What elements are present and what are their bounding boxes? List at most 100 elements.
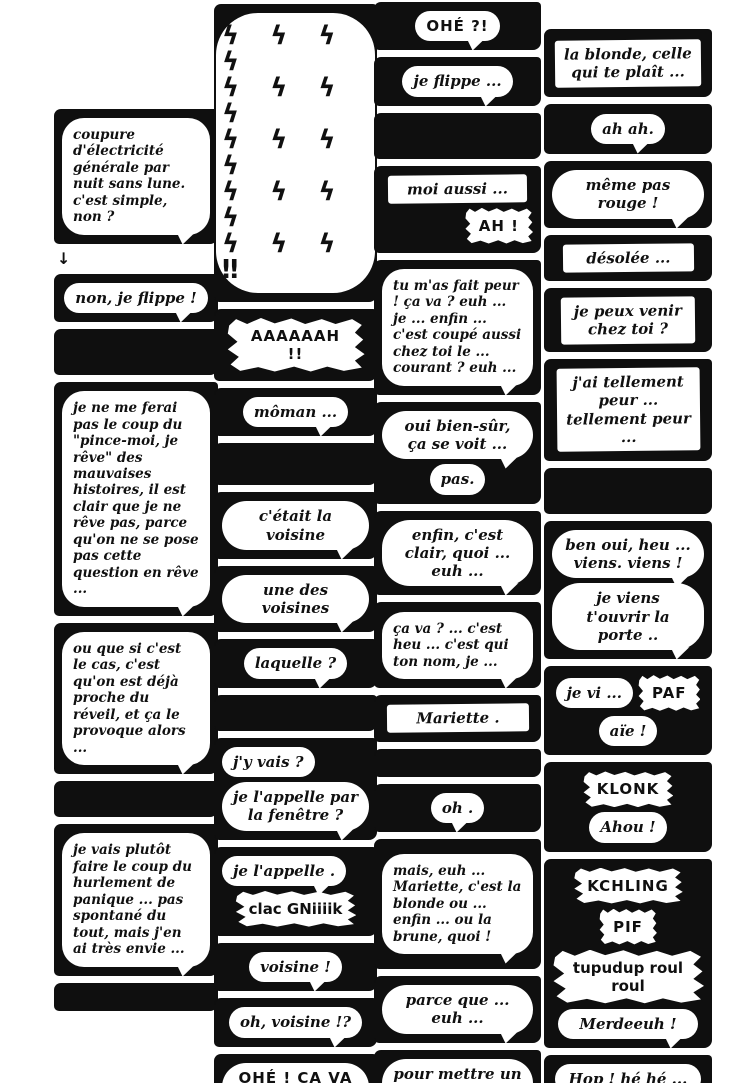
speech-bubble: je l'appelle par la fenêtre ? — [222, 782, 369, 831]
speech-bubble: aïe ! — [598, 716, 658, 747]
empty-panel — [215, 695, 376, 730]
speech-bubble: parce que ... euh ... — [382, 985, 533, 1034]
speech-bubble: ça va ? ... c'est heu ... c'est qui ton … — [382, 611, 533, 680]
comic-panel: KLONK Ahou ! — [545, 763, 711, 851]
speech-bubble: pour mettre un visage sur ... — [382, 1058, 533, 1083]
speech-bubble: je flippe ... — [402, 66, 513, 97]
speech-bubble: je vais plutôt faire le coup du hurlemen… — [62, 833, 210, 967]
comic-panel: même pas rouge ! — [545, 162, 711, 227]
speech-bubble: coupure d'électricité générale par nuit … — [62, 118, 210, 235]
speech-bubble: voisine ! — [249, 951, 342, 983]
comic-panel: désolée ... — [545, 235, 711, 280]
comic-panel: OHÉ ?! — [375, 3, 540, 50]
comic-panel: oh . — [375, 784, 540, 832]
comic-panel: AAAAAAH !! — [215, 310, 376, 380]
sfx-burst: KLONK — [583, 771, 674, 808]
empty-panel — [375, 749, 540, 776]
sfx-burst: AAAAAAH !! — [227, 318, 365, 372]
comic-panel: ça va ? ... c'est heu ... c'est qui ton … — [375, 603, 540, 688]
speech-bubble: tu m'as fait peur ! ça va ? euh ... je .… — [382, 268, 533, 386]
comic-panel: parce que ... euh ... — [375, 977, 540, 1042]
speech-bubble: pas. — [429, 464, 486, 495]
column-3: OHÉ ?! je flippe ... moi aussi ...AH ! tu m… — [375, 3, 540, 1083]
comic-panel: laquelle ? — [215, 640, 376, 687]
comic-panel: je flippe ... — [375, 58, 540, 105]
speech-bubble: mais, euh ... Mariette, c'est la blonde … — [382, 853, 533, 955]
speech-bubble: je viens t'ouvrir la porte .. — [552, 583, 704, 651]
sfx-burst: PAF — [638, 675, 701, 711]
transition-arrow-icon: ↓ — [57, 249, 71, 269]
scream-row: ϟ ϟ ϟ ‼ — [222, 229, 347, 285]
caption-banner: la blonde, celle qui te plaît ... — [554, 38, 702, 88]
speech-bubble: une des voisines — [222, 574, 369, 624]
comic-panel: oui bien-sûr, ça se voit ... pas. — [375, 402, 540, 503]
speech-bubble: ben oui, heu ... viens. viens ! — [552, 529, 704, 579]
comic-panel: oh, voisine !? — [215, 999, 376, 1046]
empty-panel — [55, 330, 217, 375]
caption-banner: moi aussi ... — [387, 173, 528, 204]
column-4: la blonde, celle qui te plaît ... ah ah. m… — [545, 30, 711, 1083]
comic-panel: mais, euh ... Mariette, c'est la blonde … — [375, 840, 540, 969]
comic-panel: voisine ! — [215, 943, 376, 991]
speech-bubble: même pas rouge ! — [552, 170, 704, 219]
comic-panel: ah ah. — [545, 105, 711, 153]
speech-bubble: je vi ... — [555, 678, 633, 709]
comic-panel: ou que si c'est le cas, c'est qu'on est … — [55, 623, 217, 774]
comic-panel: je vi ...PAF aïe ! — [545, 667, 711, 755]
comic-panel: OHÉ ! ÇA VA ? — [215, 1054, 376, 1083]
comic-panel: coupure d'électricité générale par nuit … — [55, 110, 217, 243]
empty-panel — [55, 984, 217, 1011]
speech-bubble: ou que si c'est le cas, c'est qu'on est … — [62, 631, 210, 766]
comic-panel: c'était la voisine — [215, 493, 376, 558]
comic-panel: tu m'as fait peur ! ça va ? euh ... je .… — [375, 260, 540, 394]
speech-bubble: laquelle ? — [243, 648, 348, 679]
comic-panel: je peux venir chez toi ? — [545, 288, 711, 352]
speech-bubble: Ahou ! — [589, 812, 667, 843]
comic-panel: enfin, c'est clair, quoi ... euh ... — [375, 511, 540, 595]
speech-bubble: j'y vais ? — [222, 746, 315, 778]
speech-bubble: Merdeeuh ! — [558, 1008, 698, 1040]
sfx-burst: clac GNiiiik — [235, 890, 357, 927]
speech-bubble: non, je flippe ! — [64, 282, 208, 314]
speech-bubble: oh . — [430, 792, 485, 824]
empty-panel — [55, 782, 217, 817]
caption-banner: je peux venir chez toi ? — [560, 296, 696, 345]
empty-panel — [545, 468, 711, 513]
comic-panel: môman ... — [215, 389, 376, 436]
comic-panel: moi aussi ...AH ! — [375, 166, 540, 252]
speech-bubble: Hop ! hé hé ... — [555, 1064, 701, 1083]
comic-panel: Mariette . — [375, 696, 540, 741]
speech-bubble: ah ah. — [591, 113, 665, 145]
sfx-burst: PIF — [599, 908, 657, 945]
scream-row: ϟ ϟ ϟ ϟ — [222, 125, 347, 181]
scream-row: ϟ ϟ ϟ ϟ — [222, 73, 347, 129]
caption-banner: j'ai tellement peur ... tellement peur .… — [556, 367, 700, 453]
sfx-burst: tupudup roul roul — [553, 949, 704, 1004]
scream-row: ϟ ϟ ϟ ϟ — [222, 21, 347, 77]
empty-panel — [375, 113, 540, 158]
comic-panel: je vais plutôt faire le coup du hurlemen… — [55, 825, 217, 976]
comic-panel: une des voisines — [215, 566, 376, 632]
column-1: coupure d'électricité générale par nuit … — [55, 110, 217, 1011]
comic-panel: ben oui, heu ... viens. viens !je viens … — [545, 521, 711, 659]
speech-bubble: enfin, c'est clair, quoi ... euh ... — [382, 519, 533, 587]
speech-bubble: je ne me ferai pas le coup du "pince-moi… — [62, 391, 210, 607]
comic-panel: pour mettre un visage sur ... — [375, 1050, 540, 1083]
speech-bubble: OHÉ ! ÇA VA ? — [222, 1062, 369, 1083]
empty-panel — [215, 444, 376, 485]
speech-bubble: OHÉ ?! — [415, 11, 500, 42]
comic-panel: la blonde, celle qui te plaît ... — [545, 30, 711, 96]
sfx-burst: AH ! — [465, 207, 533, 244]
speech-bubble: oh, voisine !? — [229, 1007, 362, 1038]
speech-bubble: oui bien-sûr, ça se voit ... — [382, 410, 533, 460]
speech-bubble: c'était la voisine — [222, 501, 369, 550]
comic-panel: je ne me ferai pas le coup du "pince-moi… — [55, 383, 217, 615]
caption-banner: Mariette . — [386, 703, 529, 734]
comic-panel: non, je flippe ! — [55, 274, 217, 322]
comic-panel: je l'appelle .clac GNiiiik — [215, 847, 376, 935]
scream-row: ϟ ϟ ϟ ϟ — [222, 177, 347, 233]
comic-panel: j'y vais ? je l'appelle par la fenêtre ? — [215, 738, 376, 839]
